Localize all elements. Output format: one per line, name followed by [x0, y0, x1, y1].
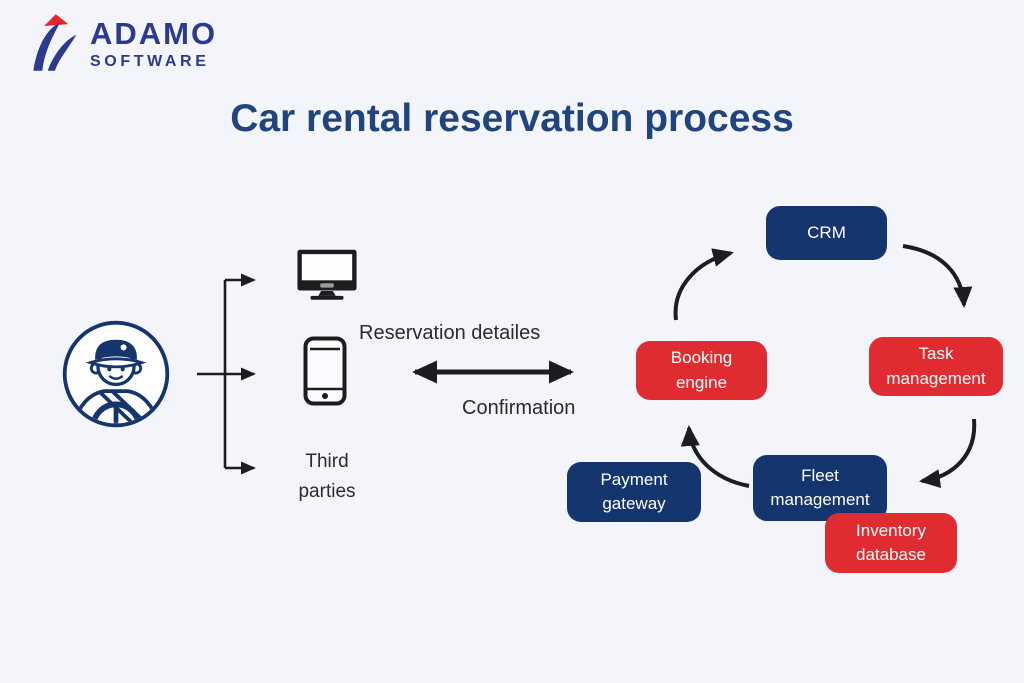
third-parties-label: Third parties: [298, 451, 356, 503]
page-title: Car rental reservation process: [230, 97, 794, 140]
node-fleet-management: Fleet management: [753, 455, 887, 521]
node-payment-gateway-label: Payment gateway: [600, 469, 668, 513]
node-payment-gateway: Payment gateway: [567, 462, 701, 522]
arrow-booking-to-crm: [673, 248, 734, 321]
driver-avatar-icon: [62, 320, 170, 428]
confirmation-label: Confirmation: [462, 397, 576, 419]
brand-name: ADAMO: [90, 16, 218, 51]
arrow-task-to-fleet: [919, 418, 977, 489]
node-task-management: Task management: [869, 337, 1003, 396]
node-inventory-database: Inventory database: [825, 513, 957, 573]
adamo-logo-icon: [33, 14, 77, 71]
smartphone-icon: [303, 336, 347, 406]
node-task-management-label: Task management: [886, 344, 986, 388]
node-fleet-management-label: Fleet management: [770, 465, 870, 509]
brand-text: ADAMO SOFTWARE: [90, 18, 217, 71]
node-crm-label: CRM: [807, 222, 846, 242]
node-crm: CRM: [766, 206, 887, 260]
desktop-monitor-icon: [297, 249, 357, 300]
channel-branch-lines: [197, 273, 256, 475]
node-inventory-database-label: Inventory database: [856, 520, 926, 564]
brand-logo: ADAMO SOFTWARE: [28, 12, 217, 74]
reservation-details-label: Reservation detailes: [359, 322, 541, 344]
arrow-crm-to-task: [902, 244, 973, 308]
node-booking-engine: Booking engine: [636, 341, 767, 400]
brand-subtitle: SOFTWARE: [90, 53, 210, 70]
node-booking-engine-label: Booking engine: [670, 348, 733, 392]
